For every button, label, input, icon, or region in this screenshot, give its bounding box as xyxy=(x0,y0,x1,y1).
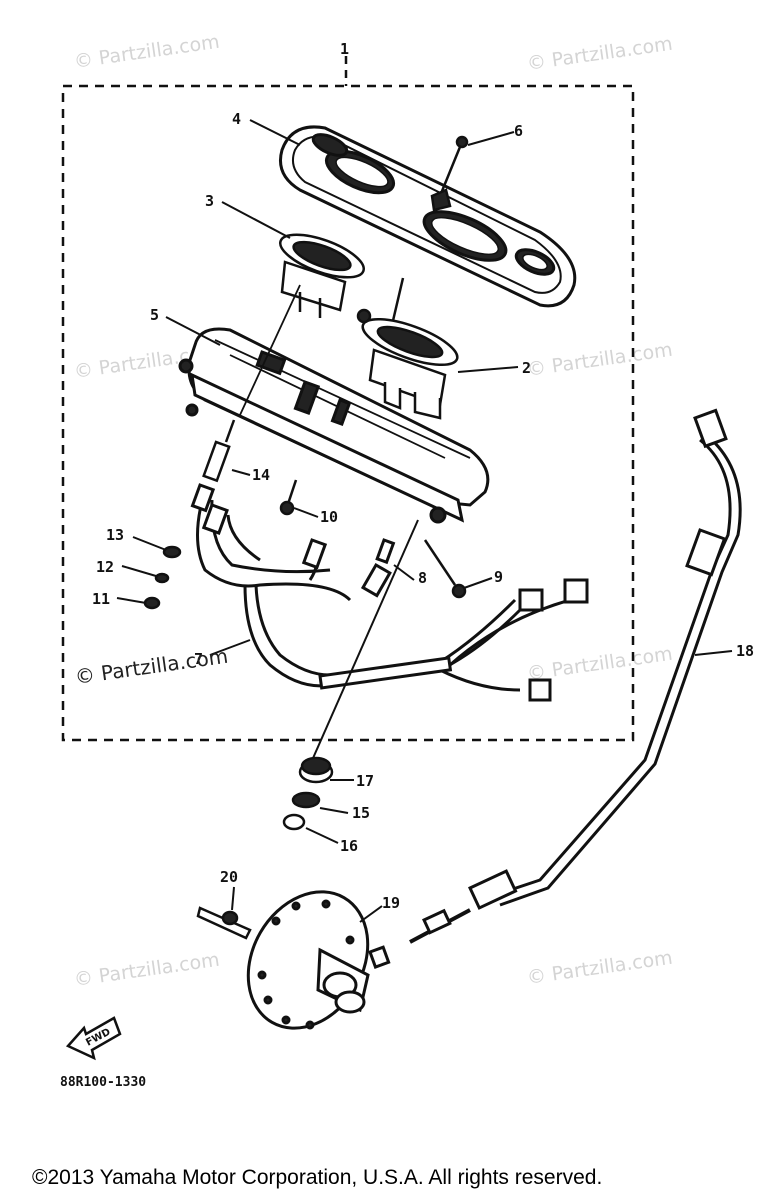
callout-9: 9 xyxy=(494,568,503,586)
callout-2: 2 xyxy=(522,359,531,377)
callout-10: 10 xyxy=(320,508,338,526)
callout-19: 19 xyxy=(382,894,400,912)
watermark: © Partzilla.com xyxy=(526,33,674,75)
callout-6: 6 xyxy=(514,122,523,140)
callout-12: 12 xyxy=(96,558,114,576)
bulb-socket xyxy=(202,419,236,483)
meter-case xyxy=(178,284,490,524)
callout-20: 20 xyxy=(220,868,238,886)
meter-cover xyxy=(279,125,577,308)
leader-lines xyxy=(116,119,733,923)
callout-numbers: 1 2 3 4 5 6 7 8 9 10 11 12 13 14 15 16 1… xyxy=(92,40,754,912)
callout-11: 11 xyxy=(92,590,110,608)
callout-15: 15 xyxy=(352,804,370,822)
callout-7: 7 xyxy=(194,650,203,668)
forward-arrow: FWD xyxy=(65,1016,122,1061)
callout-17: 17 xyxy=(356,772,374,790)
watermark: © Partzilla.com xyxy=(73,949,221,991)
callout-13: 13 xyxy=(106,526,124,544)
callout-4: 4 xyxy=(232,110,241,128)
parts-diagram: © Partzilla.com © Partzilla.com © Partzi… xyxy=(60,31,754,1090)
watermark: © Partzilla.com xyxy=(526,947,674,989)
watermark-dark: © Partzilla.com xyxy=(73,644,229,689)
meter-cable xyxy=(409,408,742,944)
bracket-screw xyxy=(423,539,467,599)
callout-5: 5 xyxy=(150,306,159,324)
watermark: © Partzilla.com xyxy=(526,339,674,381)
callout-14: 14 xyxy=(252,466,270,484)
small-hardware xyxy=(143,545,182,610)
assembly-boundary xyxy=(61,84,635,742)
meter-unit-right xyxy=(356,277,459,420)
watermark: © Partzilla.com xyxy=(73,31,221,73)
diagram-code: 88R100-1330 xyxy=(60,1075,146,1090)
case-screw xyxy=(279,479,298,516)
callout-16: 16 xyxy=(340,837,358,855)
clip xyxy=(196,906,252,940)
meter-unit-left xyxy=(279,233,365,318)
copyright-notice: ©2013 Yamaha Motor Corporation, U.S.A. A… xyxy=(32,1166,603,1189)
callout-8: 8 xyxy=(418,569,427,587)
callout-18: 18 xyxy=(736,642,754,660)
wire-harness xyxy=(190,483,589,702)
callout-3: 3 xyxy=(205,192,214,210)
callout-1: 1 xyxy=(340,40,349,58)
meter-cable-guide xyxy=(309,519,419,766)
cover-screw xyxy=(430,135,469,212)
meter-gear-unit xyxy=(246,890,391,1030)
grommet-assembly xyxy=(282,756,334,831)
